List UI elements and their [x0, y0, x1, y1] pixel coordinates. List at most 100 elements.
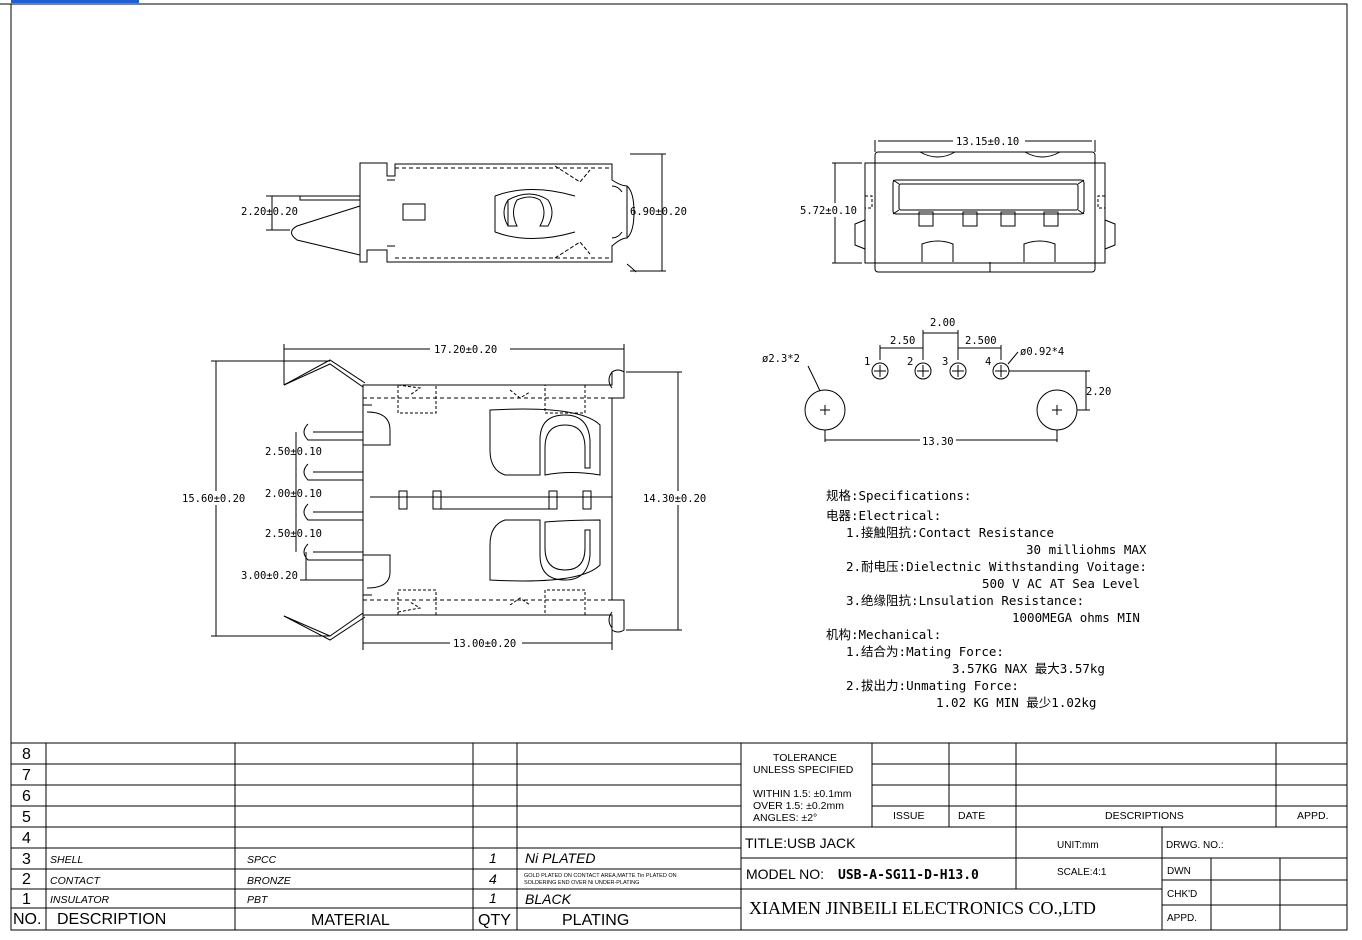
spec-line: 1.结合为:Mating Force: [846, 644, 1004, 659]
item-qty: 1 [489, 850, 497, 866]
spec-line: 3.57KG NAX 最大3.57kg [952, 661, 1105, 676]
item-qty: 1 [489, 890, 497, 906]
sheet-border [10, 3, 1348, 931]
bom-items: SHELL SPCC 1 Ni PLATED CONTACT BRONZE 4 … [50, 850, 677, 907]
dim-pin-pitch-1: 2.50±0.10 [265, 446, 322, 458]
spec-line: 30 milliohms MAX [1026, 542, 1147, 557]
row-number: 3 [22, 851, 31, 868]
dim-pcb-span: 13.30 [922, 436, 954, 448]
dim-mount-hole: ø2.3*2 [762, 353, 800, 365]
pcb-layout [804, 330, 1090, 442]
scale-label: SCALE:4:1 [1057, 867, 1107, 878]
item-plating: BLACK [525, 891, 572, 907]
title-block [741, 743, 1347, 930]
pin-label-4: 4 [985, 356, 991, 368]
item-description: SHELL [50, 854, 83, 866]
pin-label-3: 3 [942, 356, 948, 368]
item-description: CONTACT [50, 875, 102, 887]
row-number: 8 [22, 746, 31, 763]
dim-bg [450, 636, 522, 650]
bom-header: NO. DESCRIPTION MATERIAL QTY PLATING [13, 911, 629, 929]
header-material: MATERIAL [311, 912, 390, 929]
dim-side-total: 6.90±0.20 [630, 206, 687, 218]
header-description: DESCRIPTION [57, 911, 166, 928]
item-material: BRONZE [247, 875, 292, 887]
company-name: XIAMEN JINBEILI ELECTRONICS CO.,LTD [749, 898, 1096, 918]
dim-side-height: 2.20±0.20 [241, 206, 298, 218]
specifications: 规格:Specifications: 电器:Electrical: 1.接触阻抗… [826, 488, 1147, 710]
drwg-no-label: DRWG. NO.: [1166, 840, 1224, 851]
dim-pin-offset: 3.00±0.20 [241, 570, 298, 582]
dim-bg [430, 342, 510, 356]
chkd-label: CHK'D [1167, 889, 1197, 900]
item-qty: 4 [489, 871, 497, 887]
dim-bg [798, 203, 864, 217]
model-label: MODEL NO: [746, 866, 824, 882]
tolerance-label-2: UNLESS SPECIFIED [753, 764, 854, 776]
dim-bg [920, 434, 956, 447]
dwn-label: DWN [1167, 866, 1191, 877]
header-qty: QTY [478, 912, 511, 929]
dim-pcb-pitch-right: 2.500 [965, 335, 997, 347]
dim-pin-pitch-3: 2.50±0.10 [265, 528, 322, 540]
item-plating-line2: SOLDERING END OVER Ni UNDER-PLATING [524, 880, 639, 886]
dim-front-height: 5.72±0.10 [800, 205, 857, 217]
dim-pin-pitch-2: 2.00±0.10 [265, 488, 322, 500]
dim-top-body-height: 14.30±0.20 [643, 493, 706, 505]
side-view-dim-arrows [266, 195, 300, 231]
bom-row-numbers: 8 7 6 5 4 3 2 1 [22, 746, 31, 908]
descriptions-header: DESCRIPTIONS [1105, 810, 1184, 822]
bom-table [11, 742, 1347, 930]
item-description: INSULATOR [50, 894, 110, 906]
tolerance-angles: ANGLES: ±2° [753, 812, 817, 824]
unit-label: UNIT:mm [1057, 840, 1099, 851]
model-value: USB-A-SG11-D-H13.0 [838, 868, 979, 883]
tolerance-over: OVER 1.5: ±0.2mm [753, 800, 844, 812]
spec-line: 机构:Mechanical: [826, 627, 941, 642]
dim-bg [953, 134, 1025, 148]
dim-bg [640, 491, 712, 505]
dim-pcb-pitch-center: 2.00 [930, 317, 955, 329]
item-material: SPCC [247, 854, 277, 866]
spec-line: 1.02 KG MIN 最少1.02kg [936, 695, 1096, 710]
row-number: 4 [22, 830, 31, 847]
row-number: 5 [22, 809, 31, 826]
dim-pcb-pitch-left: 2.50 [890, 335, 915, 347]
row-number: 2 [22, 871, 31, 888]
issue-header: ISSUE [893, 810, 925, 822]
spec-line: 3.绝缘阻抗:Lnsulation Resistance: [846, 593, 1084, 608]
spec-line: 规格:Specifications: [826, 488, 971, 503]
tolerance-label: TOLERANCE [773, 752, 837, 764]
dim-top-length: 17.20±0.20 [434, 344, 497, 356]
header-plating: PLATING [562, 912, 629, 929]
drawing-title: TITLE:USB JACK [745, 835, 856, 851]
front-view [854, 140, 1116, 273]
pin-label-2: 2 [907, 356, 913, 368]
spec-line: 2.耐电压:Dielectnic Withstanding Voitage: [846, 559, 1147, 574]
side-view [291, 153, 666, 273]
pin-label-1: 1 [864, 356, 870, 368]
front-view-dim-lines [832, 140, 1092, 264]
spec-line: 1000MEGA ohms MIN [1012, 610, 1140, 625]
dim-bg [180, 491, 252, 505]
row-number: 7 [22, 767, 31, 784]
spec-line: 500 V AC AT Sea Level [982, 576, 1140, 591]
dim-front-width: 13.15±0.10 [956, 136, 1019, 148]
item-plating: Ni PLATED [525, 850, 596, 866]
row-number: 6 [22, 788, 31, 805]
dim-pin-hole: ø0.92*4 [1020, 346, 1064, 358]
selection-marker [11, 0, 139, 3]
appd-label: APPD. [1167, 913, 1197, 924]
dim-top-body-length: 13.00±0.20 [453, 638, 516, 650]
appd-header: APPD. [1297, 810, 1329, 822]
title-block-text: TOLERANCE UNLESS SPECIFIED WITHIN 1.5: ±… [745, 752, 1329, 924]
spec-line: 1.接触阻抗:Contact Resistance [846, 525, 1054, 540]
item-material: PBT [247, 894, 269, 906]
spec-line: 2.拔出力:Unmating Force: [846, 678, 1019, 693]
spec-line: 电器:Electrical: [826, 508, 941, 523]
date-header: DATE [958, 810, 985, 822]
top-view [283, 359, 625, 641]
dim-pcb-offset: 2.20 [1086, 386, 1111, 398]
dim-top-height: 15.60±0.20 [182, 493, 245, 505]
